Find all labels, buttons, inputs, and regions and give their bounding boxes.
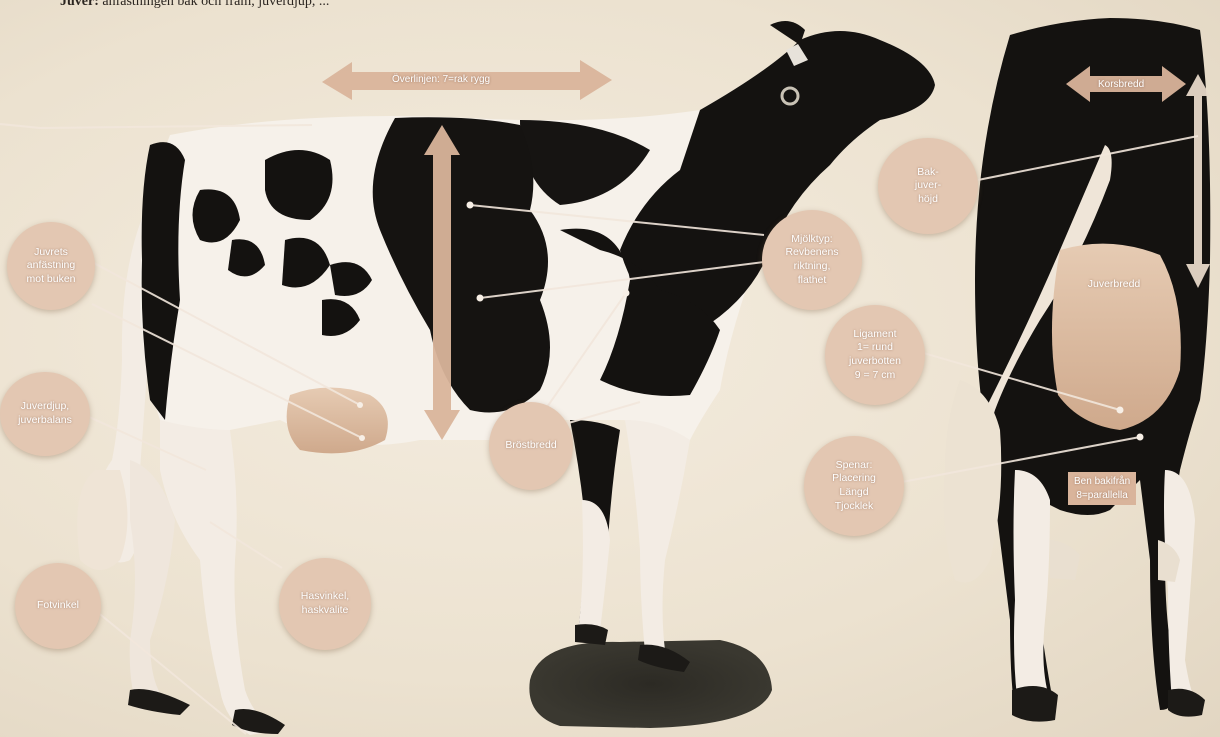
callout-udder-width: Juverbredd: [1068, 250, 1160, 320]
rump-width-label: Korsbredd: [1098, 79, 1144, 90]
callout-hock-angle: Hasvinkel, haskvalite: [279, 558, 371, 650]
callout-udder-attachment: Juvrets anfästning mot buken: [7, 222, 95, 310]
callout-rear-udder-height: Bak- juver- höjd: [878, 138, 978, 234]
rear-legs-box: Ben bakifrån 8=parallella: [1068, 472, 1136, 505]
callout-ligament: Ligament 1= rund juverbotten 9 = 7 cm: [825, 305, 925, 405]
callout-teats: Spenar: Placering Längd Tjocklek: [804, 436, 904, 536]
page-header: Juver: anfästningen bak och fram, juverd…: [60, 0, 329, 10]
callout-udder-depth: Juverdjup, juverbalans: [0, 372, 90, 456]
side-cow: [77, 21, 935, 735]
callout-chest-width: Bröstbredd: [489, 402, 573, 490]
callout-foot-angle: Fotvinkel: [15, 563, 101, 649]
header-text: anfästningen bak och fram, juverdjup, ..…: [102, 0, 329, 9]
topline-label: Överlinjen: 7=rak rygg: [392, 74, 490, 85]
header-term: Juver:: [60, 0, 99, 9]
callout-dairy-type: Mjölktyp: Revbenens riktning, flathet: [762, 210, 862, 310]
